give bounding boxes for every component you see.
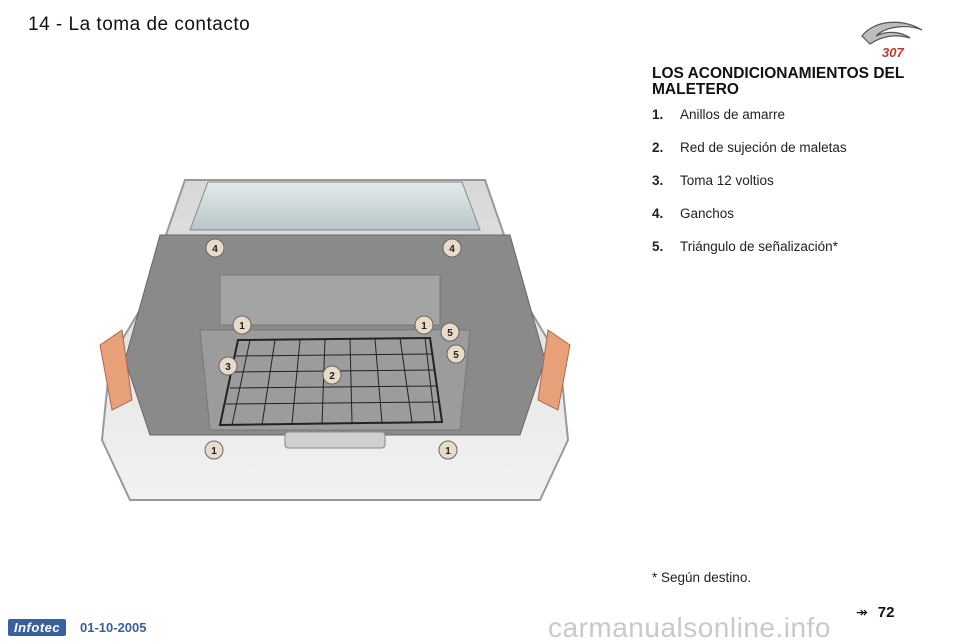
rear-window	[189, 181, 481, 231]
page-title: 14 - La toma de contacto	[28, 14, 251, 35]
trunk-illustration: 4 4 1 1 5 5 3 2 1 1	[90, 160, 580, 520]
svg-text:5: 5	[453, 350, 459, 361]
list-item: 1. Anillos de amarre	[652, 107, 942, 140]
svg-text:5: 5	[447, 328, 453, 339]
callout-marker: 5	[446, 344, 466, 364]
svg-text:1: 1	[421, 321, 427, 332]
callout-marker: 4	[205, 238, 225, 258]
logo-text: 307	[882, 45, 904, 60]
item-number: 2.	[652, 140, 664, 155]
left-tail-light	[99, 329, 133, 411]
item-number: 1.	[652, 107, 664, 122]
callout-marker: 1	[204, 440, 224, 460]
svg-text:1: 1	[211, 446, 217, 457]
item-number: 5.	[652, 239, 664, 254]
list-item: 2. Red de sujeción de maletas	[652, 140, 942, 173]
item-label: Triángulo de señalización*	[680, 239, 838, 254]
item-label: Anillos de amarre	[680, 107, 786, 122]
watermark: carmanualsonline.info	[548, 612, 831, 643]
svg-text:4: 4	[449, 244, 455, 255]
item-label: Toma 12 voltios	[680, 173, 774, 188]
list-item: 3. Toma 12 voltios	[652, 173, 942, 206]
svg-text:1: 1	[445, 446, 451, 457]
callout-marker: 1	[414, 315, 434, 335]
item-label: Red de sujeción de maletas	[680, 140, 847, 155]
svg-text:3: 3	[225, 362, 231, 373]
right-tail-light	[537, 329, 571, 411]
svg-text:4: 4	[212, 244, 218, 255]
trunk-back-panel	[219, 274, 441, 326]
item-list: 1. Anillos de amarre 2. Red de sujeción …	[652, 107, 942, 272]
list-item: 5. Triángulo de señalización*	[652, 239, 942, 272]
callout-marker: 5	[440, 322, 460, 342]
callout-marker: 3	[218, 356, 238, 376]
item-number: 3.	[652, 173, 664, 188]
callout-marker: 1	[438, 440, 458, 460]
item-label: Ganchos	[680, 206, 735, 221]
page-navigation[interactable]: ↠ 72	[856, 604, 894, 621]
lion-logo: 307	[852, 14, 932, 60]
double-arrow-right-icon[interactable]: ↠	[856, 604, 868, 620]
list-item: 4. Ganchos	[652, 206, 942, 239]
infotec-logo: Infotec	[8, 619, 67, 636]
page-number: 72	[877, 604, 895, 621]
svg-text:2: 2	[329, 371, 335, 382]
bumper-recess	[284, 431, 386, 449]
item-number: 4.	[652, 206, 664, 221]
callout-marker: 2	[322, 365, 342, 385]
luggage-net	[218, 336, 444, 427]
callout-marker: 1	[232, 315, 252, 335]
footnote: * Según destino.	[652, 570, 752, 585]
callout-marker: 4	[442, 238, 462, 258]
footer-date: 01-10-2005	[80, 620, 147, 635]
svg-text:1: 1	[239, 321, 245, 332]
section-heading: LOS ACONDICIONAMIENTOS DEL MALETERO	[652, 65, 905, 98]
